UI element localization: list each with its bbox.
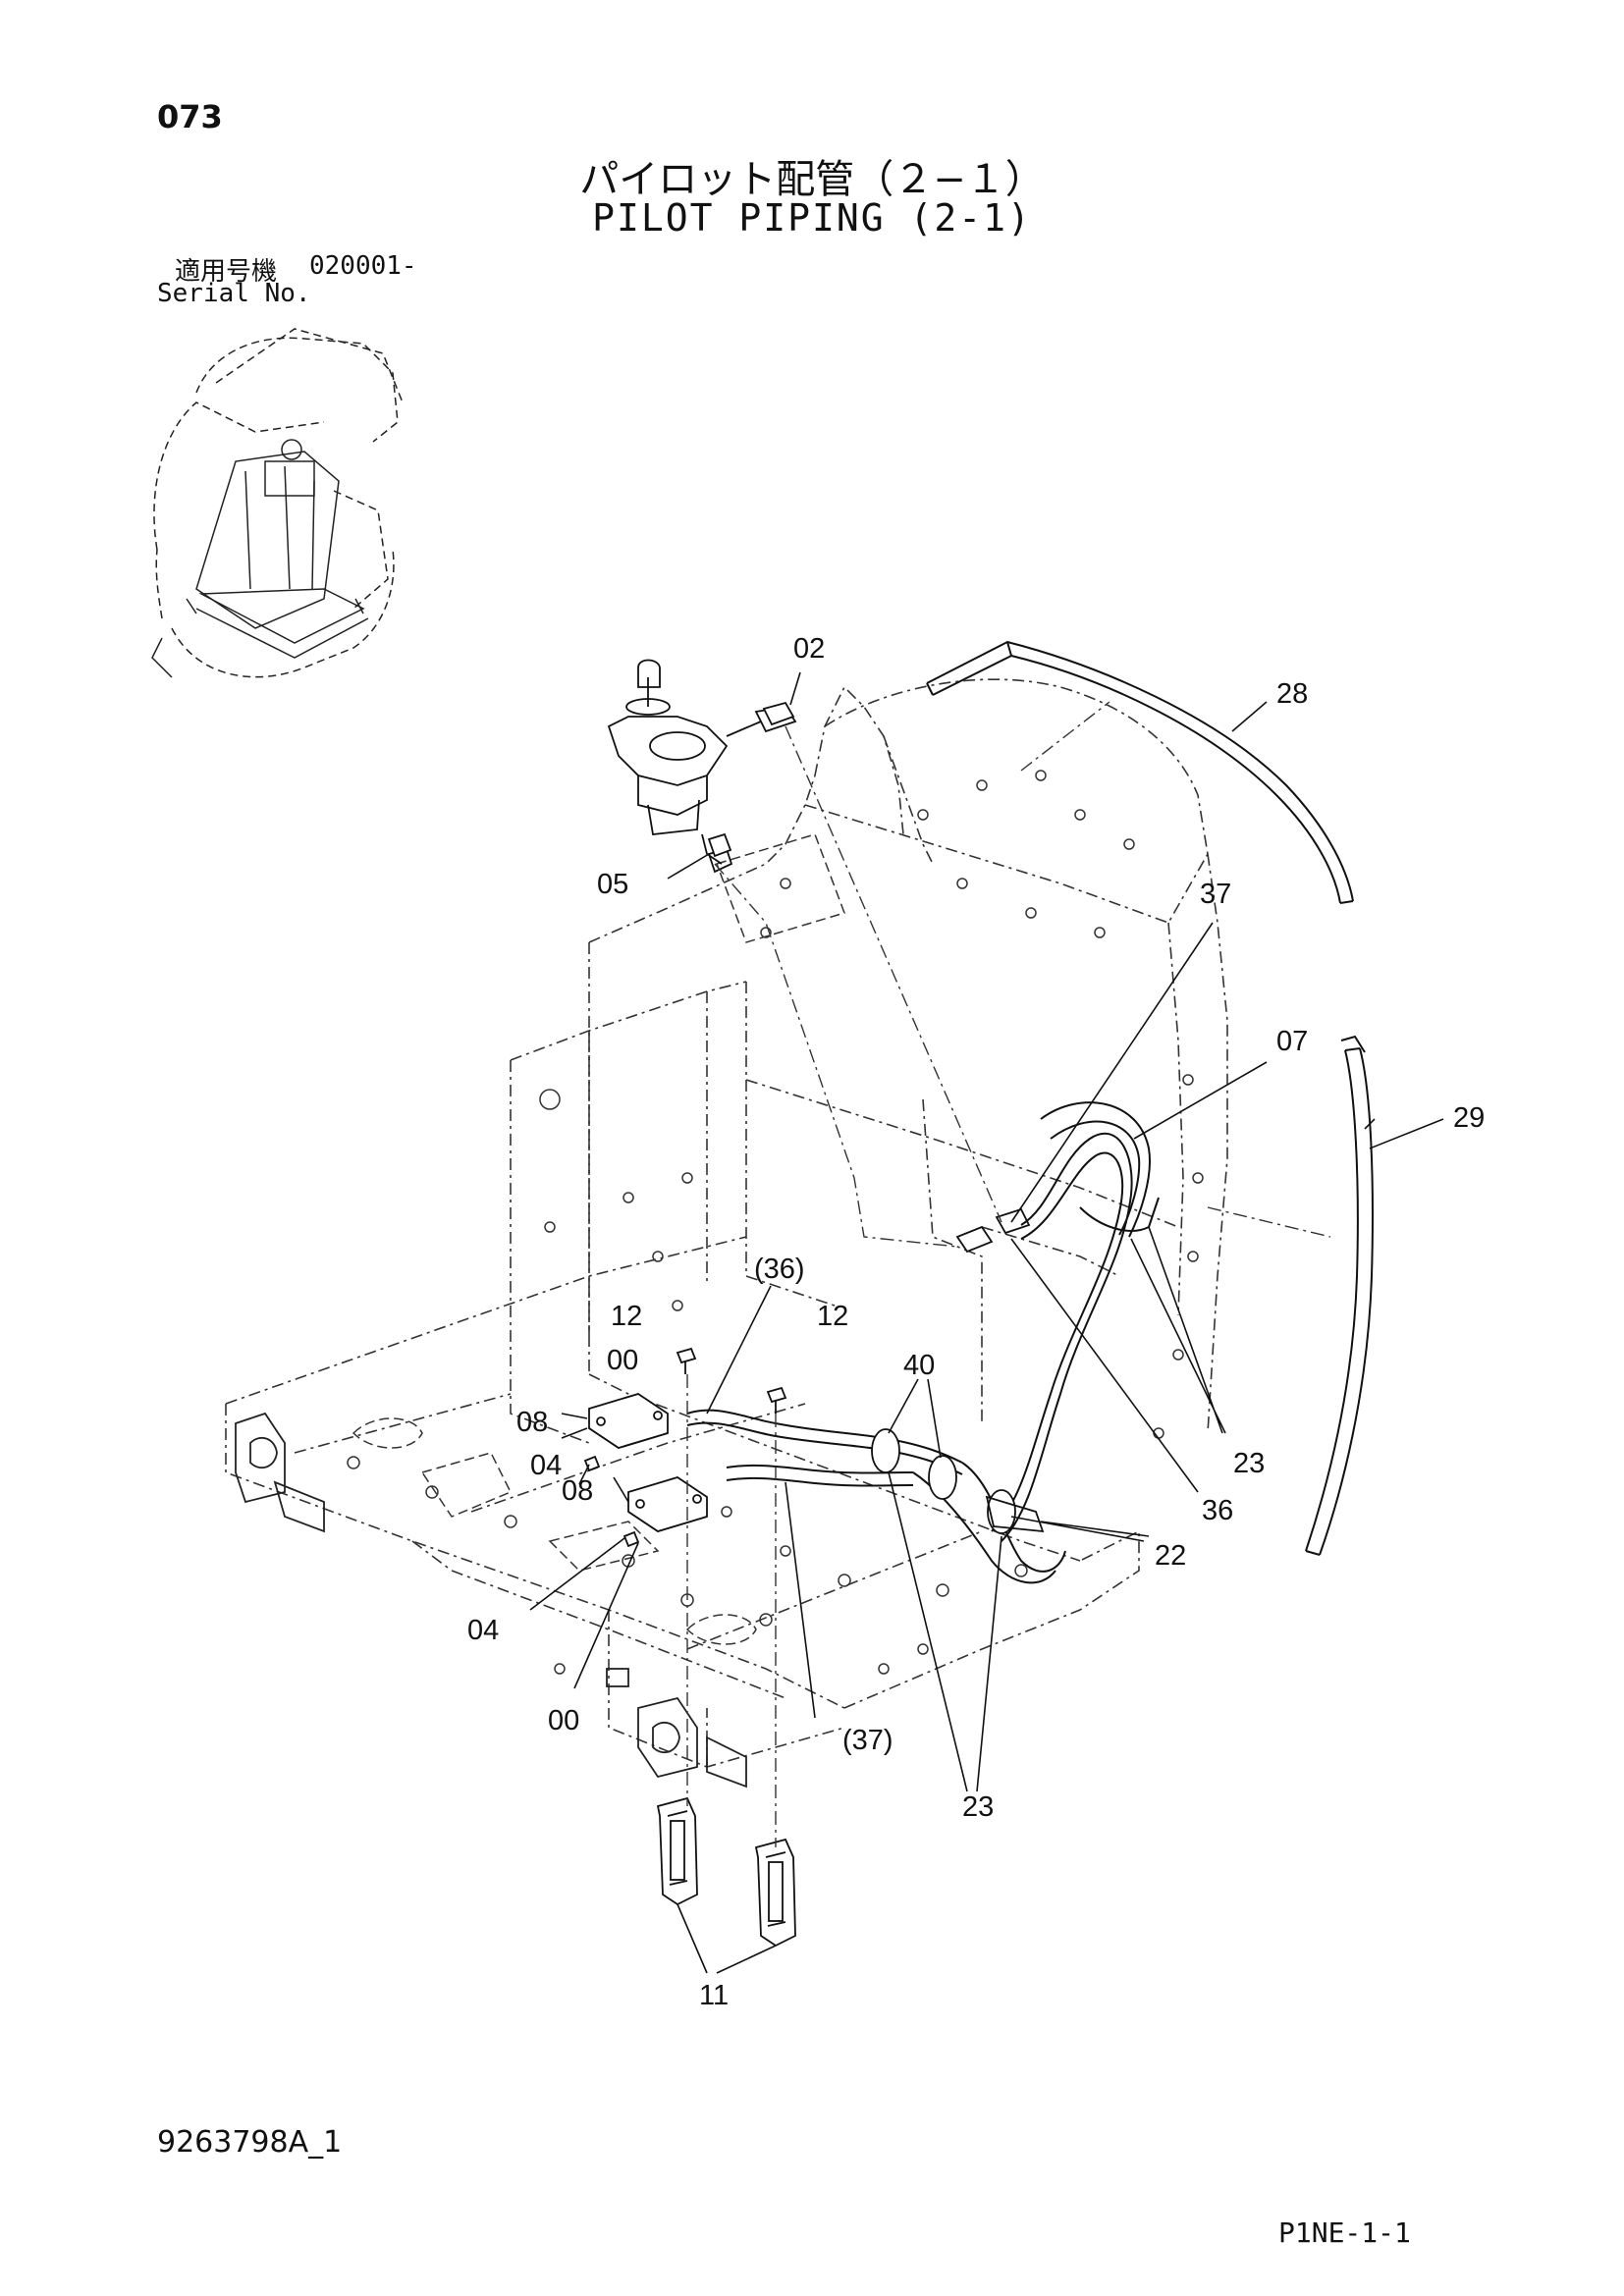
cab-overview-inset	[151, 328, 404, 678]
serial-value: 020001-	[309, 251, 417, 281]
bolts-12	[676, 1347, 787, 1414]
page-number: 073	[157, 98, 223, 135]
hose-clamps	[871, 1428, 1045, 1534]
floor-openings	[352, 833, 845, 1645]
callout-37-paren: (37)	[842, 1725, 893, 1756]
callout-23-bottom: 23	[962, 1791, 994, 1823]
callout-23-right: 23	[1233, 1448, 1265, 1479]
sheet-code: P1NE-1-1	[1278, 2216, 1411, 2249]
callout-28: 28	[1276, 678, 1308, 710]
frame-mounts	[235, 1412, 747, 1789]
brackets-11	[656, 1796, 796, 1948]
callout-07: 07	[1276, 1026, 1308, 1057]
title-english: PILOT PIPING (2-1)	[592, 196, 1032, 240]
hose-bundle	[686, 1101, 1160, 1584]
callout-02: 02	[793, 633, 825, 665]
callout-12-left: 12	[611, 1301, 642, 1332]
serial-label-japanese: 適用号機	[175, 257, 278, 287]
callout-00-bottom: 00	[548, 1705, 579, 1736]
callout-04-bottom: 04	[467, 1615, 499, 1646]
title-japanese: パイロット配管（２−１）	[579, 157, 1045, 202]
fittings	[707, 701, 1031, 1254]
callouts: 02 28 05 37 07 29 (36) 12 12 00 08 04 08…	[467, 633, 1485, 2011]
callout-05: 05	[597, 869, 628, 900]
hose-28	[926, 640, 1354, 904]
leader-lines	[529, 671, 1444, 1974]
callout-40: 40	[903, 1350, 935, 1381]
callout-29: 29	[1453, 1102, 1485, 1134]
callout-11: 11	[699, 1980, 729, 2011]
pilot-valve-assembly	[607, 659, 797, 874]
callout-04-top: 04	[530, 1450, 562, 1481]
callout-12-right: 12	[817, 1301, 848, 1332]
callout-36-paren: (36)	[754, 1254, 805, 1285]
center-lines	[686, 701, 1331, 1847]
drawing-number: 9263798A_1	[157, 2125, 343, 2160]
callout-22: 22	[1155, 1540, 1186, 1572]
callout-37: 37	[1200, 879, 1231, 910]
serial-label-english: Serial No.	[157, 279, 311, 308]
hose-29	[1305, 1035, 1374, 1556]
callout-08-top: 08	[516, 1407, 548, 1438]
callout-08-bottom: 08	[562, 1475, 593, 1507]
callout-00-top: 00	[607, 1345, 638, 1376]
callout-36: 36	[1202, 1495, 1233, 1526]
